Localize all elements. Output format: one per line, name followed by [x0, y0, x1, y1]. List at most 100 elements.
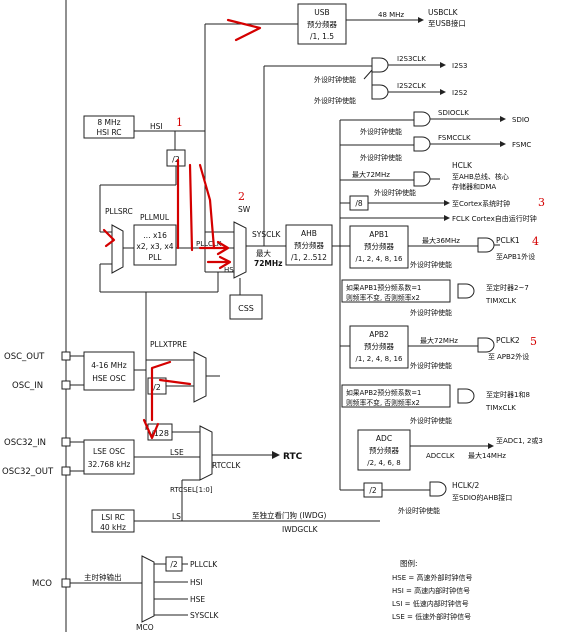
tim27-en-label: 外设时钟使能	[410, 308, 452, 317]
mco-pllclk-label: PLLCLK	[190, 560, 218, 569]
legend-item: HSE = 高速外部时钟信号	[392, 573, 472, 582]
pll-line1: … x16	[143, 231, 167, 240]
hclk2-label: HCLK/2	[452, 481, 480, 490]
red-marks-pllxtpre	[150, 360, 192, 422]
rtcsel-label: RTCSEL[1:0]	[170, 486, 213, 494]
usb-to-label: 至USB接口	[428, 18, 466, 28]
ahb-max-label: 最大72MHz	[352, 170, 390, 179]
annotation-number: 5	[530, 335, 537, 348]
red-arrow-pllsrc	[102, 228, 116, 248]
pin-osc32-out: OSC32_OUT	[2, 466, 84, 477]
apb2-max-label: 最大72MHz	[420, 336, 458, 345]
hsi-signal-label: HSI	[150, 122, 163, 131]
apb2-timer-mult-block	[341, 384, 451, 408]
tim27-to-label: 至定时器2~7	[486, 283, 529, 292]
mco-div2-label: /2	[170, 560, 178, 569]
adc-line3: /2, 4, 6, 8	[367, 459, 401, 467]
apb2-timer-note2: 则频率不变, 否则频率x2	[346, 398, 420, 407]
legend-item: LSE = 低速外部时钟信号	[392, 612, 471, 621]
usb-line1: USB	[314, 8, 329, 17]
adc-to-label: 至ADC1, 2或3	[496, 436, 543, 445]
mco-hse-label: HSE	[190, 595, 205, 604]
mco-out-label: 主时钟输出	[84, 572, 122, 582]
pclk2-label: PCLK2	[496, 336, 520, 345]
apb2-line3: /1, 2, 4, 8, 16	[356, 355, 403, 363]
sdio-en-label: 外设时钟使能	[360, 127, 402, 136]
lse-osc-line2: 32.768 kHz	[88, 460, 131, 469]
i2s2-label: I2S2	[452, 89, 467, 97]
apb2-line2: 预分频器	[364, 341, 394, 351]
tim27-gate	[457, 283, 475, 299]
fsmc-gate	[413, 136, 431, 152]
sdio-ahb-en-label: 外设时钟使能	[398, 506, 440, 515]
i2s3-en-label: 外设时钟使能	[314, 75, 356, 84]
annotation-number: 2	[238, 190, 245, 203]
red-arrow-hse	[206, 255, 232, 270]
pclk1-label: PCLK1	[496, 236, 520, 245]
tim18-en-label: 外设时钟使能	[410, 416, 452, 425]
hclk-en-label: 外设时钟使能	[374, 188, 416, 197]
hsi-rc-line2: HSI RC	[96, 128, 121, 137]
iwdgclk-label: IWDGCLK	[282, 525, 319, 534]
pllsrc-label: PLLSRC	[105, 207, 133, 216]
adcclk-label: ADCCLK	[426, 452, 455, 460]
mco-hsi-label: HSI	[190, 578, 203, 587]
cortex-to-label: 至Cortex系统时钟	[452, 199, 510, 208]
i2s3-label: I2S3	[452, 62, 467, 70]
annotation-number: 3	[538, 196, 545, 209]
mco-mux	[141, 555, 155, 623]
lsi-rc-line1: LSI RC	[101, 513, 125, 522]
osc-in-label: OSC_IN	[12, 381, 43, 391]
usb-freq-label: 48 MHz	[378, 11, 404, 19]
apb2-line1: APB2	[369, 330, 389, 339]
adc-line1: ADC	[376, 434, 392, 443]
usbclk-label: USBCLK	[428, 8, 459, 17]
legend: 图例: HSE = 高速外部时钟信号 HSI = 高速内部时钟信号 LSI = …	[392, 558, 472, 621]
sdio-gate	[413, 111, 431, 127]
css-label: CSS	[238, 304, 254, 313]
css-block	[229, 294, 263, 320]
hsi-rc-line1: 8 MHz	[97, 118, 120, 127]
hclk-to2-label: 存储器和DMA	[452, 182, 496, 191]
lse-label: LSE	[170, 448, 184, 457]
lsi-rc-line2: 40 kHz	[100, 523, 126, 532]
usb-line3: /1, 1.5	[310, 32, 334, 41]
apb1-timer-note1: 如果APB1预分频系数=1	[346, 283, 421, 292]
apb1-prescaler-block	[349, 225, 409, 269]
i2s2clk-label: I2S2CLK	[397, 82, 426, 90]
red-marks-pll-path	[176, 158, 216, 252]
tim18-to-label: 至定时器1和8	[486, 390, 530, 399]
rtc-label: RTC	[283, 452, 303, 462]
hclk-to1-label: 至AHB总线、核心	[452, 172, 509, 181]
pin-osc32-in: OSC32_IN	[4, 437, 84, 448]
apb2-prescaler-block	[349, 325, 409, 369]
sysclk-max-label: 最大	[256, 248, 271, 258]
ahb-line3: /1, 2..512	[291, 253, 327, 262]
hse-osc-line2: HSE OSC	[92, 374, 125, 383]
hsi-div2-label: /2	[172, 155, 180, 164]
pllxtpre-label: PLLXTPRE	[150, 340, 187, 349]
adc-line2: 预分频器	[369, 445, 399, 455]
red-annotations: 1 2 3 4 5	[102, 18, 545, 440]
adc-prescaler-block	[357, 429, 411, 471]
hse-osc-block	[83, 351, 135, 391]
fsmc-en-label: 外设时钟使能	[360, 153, 402, 162]
apb1-timer-mult-block	[341, 279, 451, 303]
usb-line2: 预分频器	[307, 19, 337, 29]
lse-osc-block	[83, 439, 135, 475]
hse-in-label: HSE	[224, 266, 238, 274]
apb1-line3: /1, 2, 4, 8, 16	[356, 255, 403, 263]
lse-osc-line1: LSE OSC	[93, 447, 125, 456]
tim18-gate	[457, 388, 475, 404]
hclk-label: HCLK	[452, 161, 473, 170]
sdio-label: SDIO	[512, 116, 530, 124]
annotation-number: 4	[532, 235, 539, 248]
legend-title: 图例:	[400, 558, 418, 568]
apb1-timer-note2: 则频率不变, 否则频率x2	[346, 293, 420, 302]
legend-item: LSI = 低速内部时钟信号	[392, 599, 469, 608]
apb2-timer-note1: 如果APB2预分频系数=1	[346, 388, 421, 397]
osc32-out-label: OSC32_OUT	[2, 467, 54, 477]
pll-line3: PLL	[149, 253, 163, 262]
red-arrow-pllclk	[198, 240, 230, 256]
apb1-to-label: 至APB1外设	[496, 252, 535, 261]
